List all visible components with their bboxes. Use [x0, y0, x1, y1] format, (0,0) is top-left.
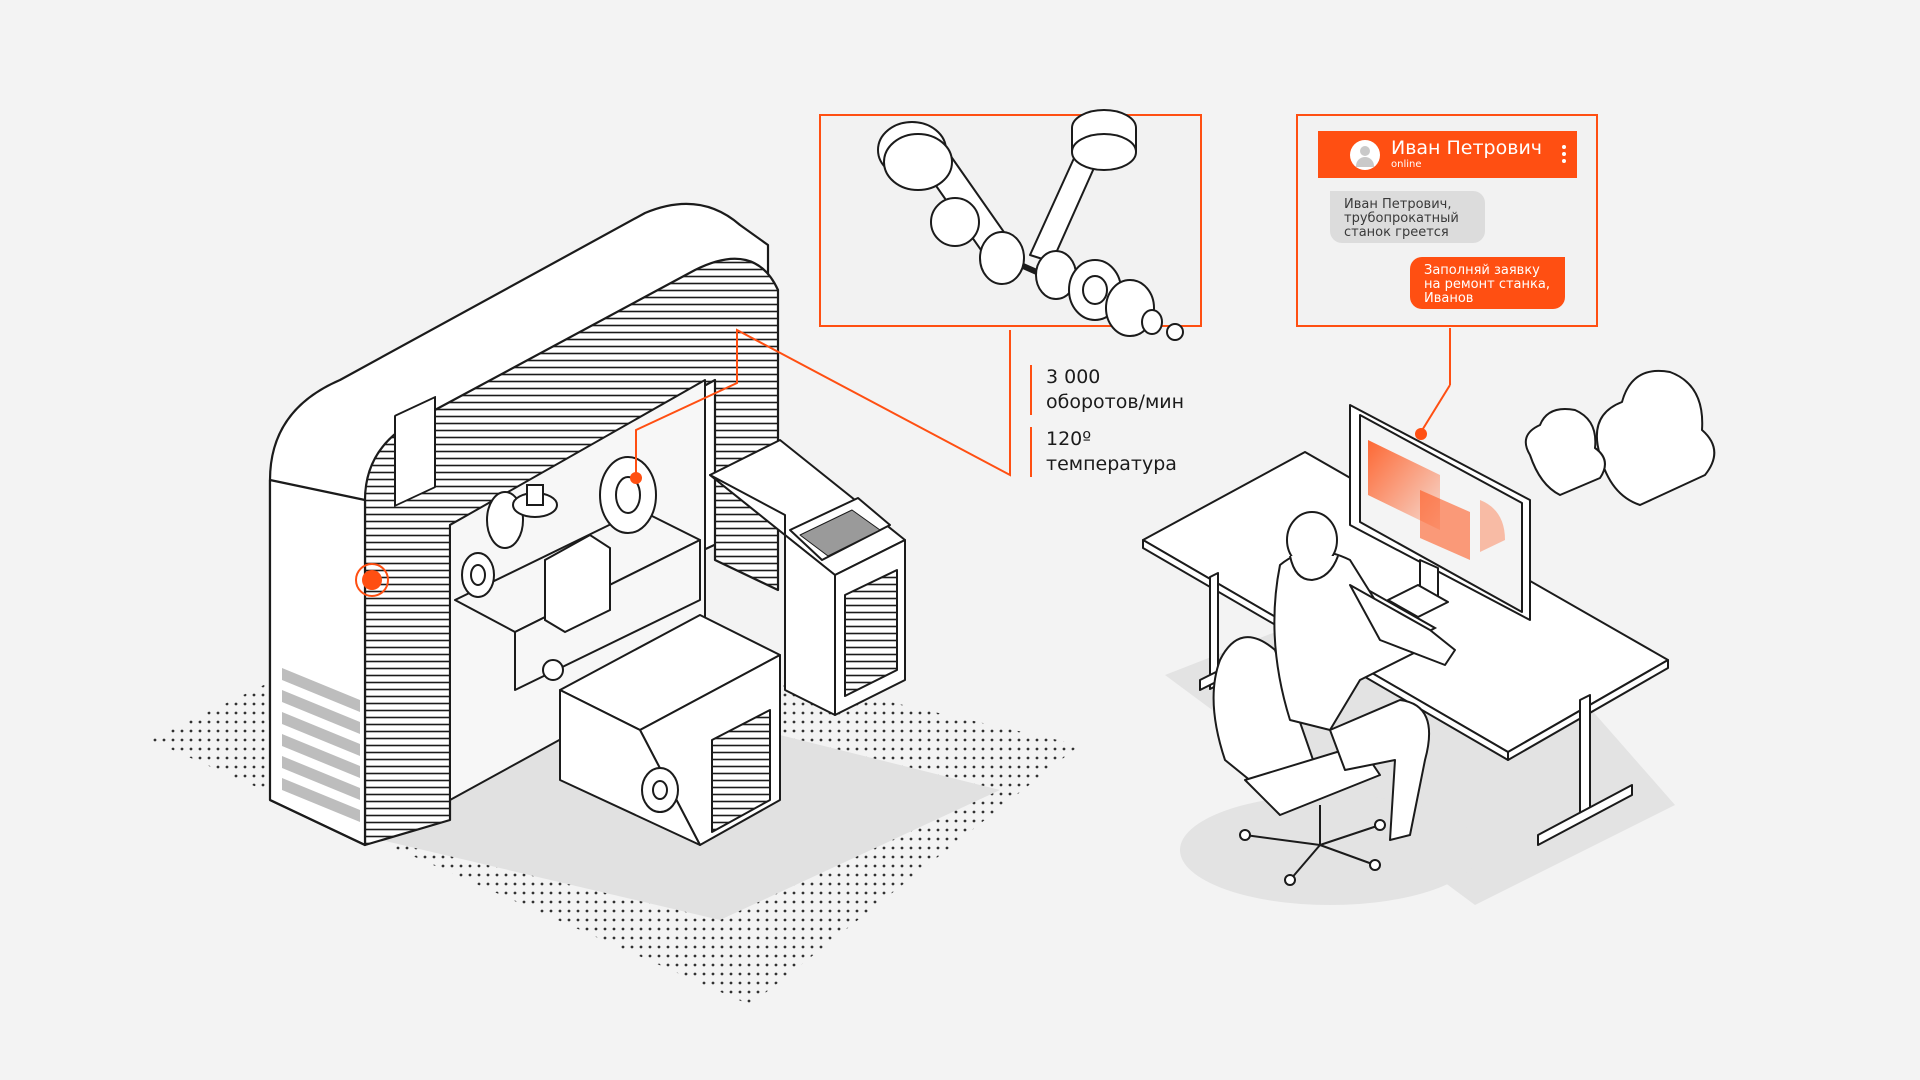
avatar-icon: [1350, 140, 1380, 170]
monitor-sensor-dot: [1415, 428, 1427, 440]
sensor-icon: [355, 563, 389, 597]
cloud-icon: [1524, 369, 1716, 506]
message-line: Заполняй заявку: [1424, 263, 1540, 278]
control-cabinet: [709, 439, 906, 716]
rpm-metric: 3 000 оборотов/мин: [1030, 365, 1184, 415]
temperature-label: температура: [1046, 453, 1177, 475]
message-line: Иван Петрович,: [1344, 197, 1452, 212]
chat-header: Иван Петрович online: [1318, 131, 1577, 178]
crankshaft-illustration: [877, 109, 1184, 341]
outgoing-message: Заполняй заявку на ремонт станка, Иванов: [1410, 257, 1565, 309]
contact-name: Иван Петрович: [1391, 137, 1543, 159]
incoming-message: Иван Петрович, трубопрокатный станок гре…: [1330, 191, 1485, 243]
message-line: станок греется: [1344, 225, 1449, 240]
message-line: трубопрокатный: [1344, 211, 1459, 226]
rpm-value: 3 000: [1046, 366, 1101, 388]
temperature-value: 120º: [1046, 428, 1092, 450]
machine-base: [559, 614, 781, 846]
contact-status: online: [1391, 159, 1422, 170]
message-line: на ремонт станка,: [1424, 277, 1550, 292]
kebab-menu-icon[interactable]: [1561, 145, 1567, 166]
machine-frame: [268, 202, 780, 847]
message-line: Иванов: [1424, 291, 1474, 306]
connector-lines: [635, 328, 1451, 478]
temperature-metric: 120º температура: [1030, 427, 1177, 477]
machine-vent-left: [282, 668, 360, 822]
machine-spindle: [461, 456, 657, 681]
rpm-label: оборотов/мин: [1046, 391, 1185, 413]
seated-person: [1273, 511, 1456, 841]
monitor: [1349, 404, 1531, 621]
